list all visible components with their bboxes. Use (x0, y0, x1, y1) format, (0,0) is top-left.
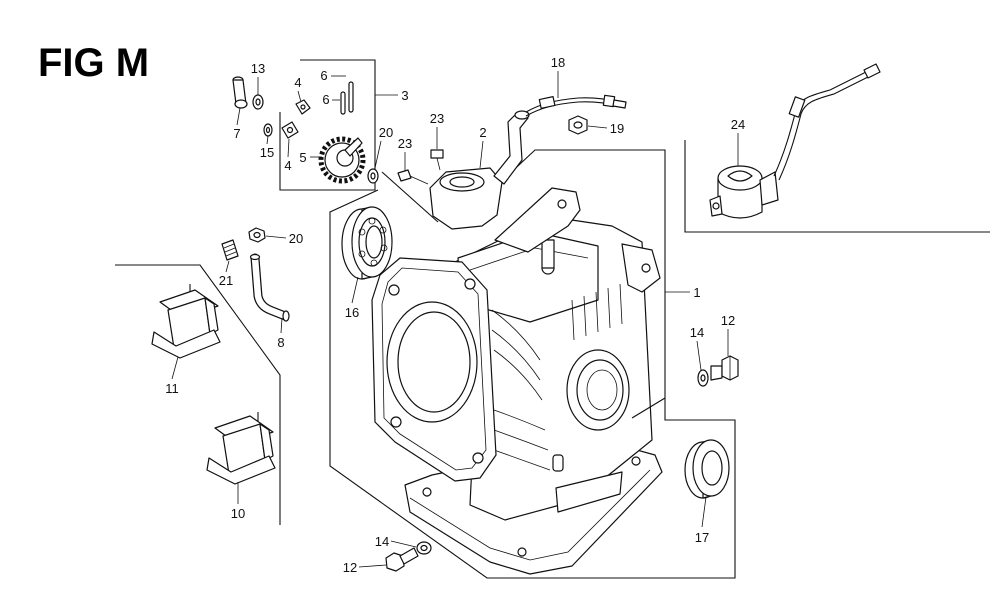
callout-3-label: 3 (401, 88, 408, 103)
callout-20-middle-label: 20 (289, 231, 303, 246)
part-2-housing (429, 110, 530, 230)
part-20-washer-upper (367, 168, 379, 184)
callout-12-right-label: 12 (721, 313, 735, 328)
governor-group-boundary (279, 59, 376, 191)
part-15-washer (263, 123, 273, 137)
callout-labels: 13 4 6 6 3 7 15 4 5 20 23 23 2 18 19 24 … (165, 55, 745, 575)
callout-4-upper-label: 4 (294, 75, 301, 90)
part-17-oil-seal (684, 439, 730, 499)
part-21-bolt (221, 239, 239, 261)
callout-2-label: 2 (479, 125, 486, 140)
callout-14-bottom-label: 14 (375, 534, 389, 549)
part-23-bolt-upper (430, 149, 444, 171)
part-11-mount (151, 284, 221, 359)
callout-16-label: 16 (345, 305, 359, 320)
part-14-washer-bottom (416, 541, 432, 555)
callout-12-bottom-label: 12 (343, 560, 357, 575)
crankcase-cooling-fins (491, 283, 623, 471)
callout-23-lower-label: 23 (398, 136, 412, 151)
callout-23-upper-label: 23 (430, 111, 444, 126)
callout-24-label: 24 (731, 117, 745, 132)
part-13-washer (252, 94, 264, 110)
callout-13-label: 13 (251, 61, 265, 76)
crankcase-group-boundary (329, 149, 736, 579)
part-24-switch (709, 63, 881, 219)
callout-20-upper-label: 20 (379, 125, 393, 140)
part-14-washer-right (697, 369, 709, 387)
part-5-gear (318, 136, 366, 184)
part-4-pin-lower (281, 121, 299, 139)
callout-21-label: 21 (219, 273, 233, 288)
callout-7-label: 7 (233, 126, 240, 141)
part-4-pin-upper (295, 99, 311, 115)
callout-15-label: 15 (260, 145, 274, 160)
part-16-bearing (341, 206, 393, 280)
leader-lines (171, 71, 739, 568)
cylinder-bore (386, 301, 478, 423)
crankshaft-bore (566, 349, 630, 431)
part-10-mount (206, 412, 276, 485)
callout-10-label: 10 (231, 506, 245, 521)
switch-group-boundary (684, 140, 990, 233)
part-19-nut (568, 115, 588, 135)
part-20-nut-middle (248, 227, 266, 243)
callout-11-label: 11 (165, 381, 179, 396)
part-7-bolt (232, 76, 248, 109)
part-23-bolt-lower (397, 169, 429, 185)
part-12-bolt-bottom (385, 547, 419, 572)
mount-group-boundary (115, 264, 281, 525)
callout-14-right-label: 14 (690, 325, 704, 340)
part-18-wire (525, 94, 627, 117)
part-1-crankcase (371, 187, 666, 575)
figure-title: FIG M (38, 41, 149, 85)
callout-19-label: 19 (610, 121, 624, 136)
callout-8-label: 8 (277, 335, 284, 350)
callout-5-label: 5 (299, 150, 306, 165)
callout-6-lower-label: 6 (322, 92, 329, 107)
part-6-pins (340, 81, 354, 115)
part-8-tube (249, 253, 290, 322)
callout-18-label: 18 (551, 55, 565, 70)
grouping-lines (115, 59, 990, 579)
callout-1-label: 1 (693, 285, 700, 300)
callout-17-label: 17 (695, 530, 709, 545)
callout-6-upper-label: 6 (320, 68, 327, 83)
callout-4-lower-label: 4 (284, 158, 291, 173)
part-12-bolt-right (710, 355, 739, 381)
pump-to-housing-line (381, 171, 439, 223)
